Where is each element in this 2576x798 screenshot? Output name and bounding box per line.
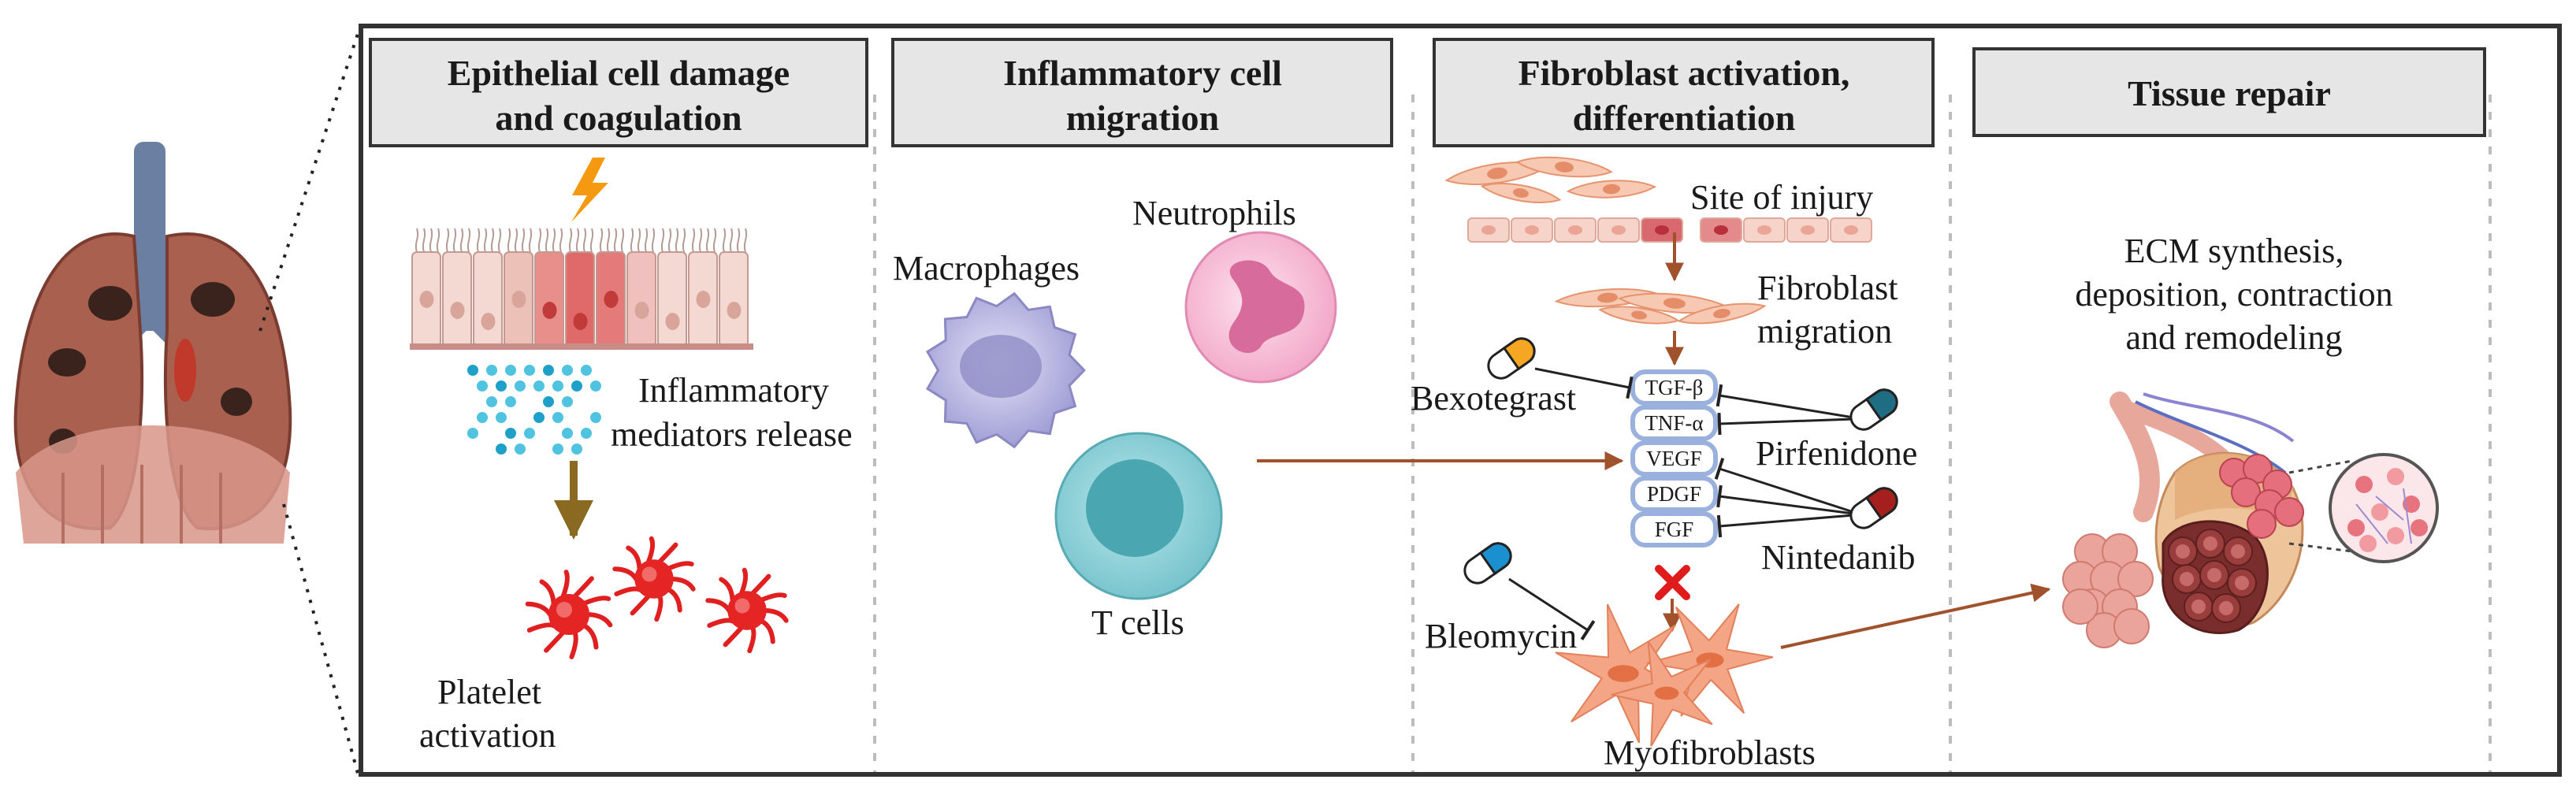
lightning-icon — [571, 158, 608, 222]
factor-label: TGF-β — [1645, 376, 1704, 399]
myofibroblasts-label: Myofibroblasts — [1604, 733, 1816, 772]
panel-title-3-line2: differentiation — [1573, 98, 1796, 138]
site-of-injury-label: Site of injury — [1690, 178, 1873, 217]
fibroblast-label-line2: migration — [1757, 312, 1892, 351]
bleomycin-capsule-icon — [1463, 542, 1512, 585]
lung-illustration — [13, 142, 292, 544]
panel-header-1: Epithelial cell damage and coagulation — [369, 38, 868, 147]
zoom-line-bottom — [282, 503, 360, 777]
alveoli-illustration — [2062, 392, 2304, 648]
bexotegrast-capsule-icon — [1487, 337, 1536, 380]
factor-label: VEGF — [1646, 447, 1702, 470]
factor-box — [1630, 369, 1718, 406]
platelets-group — [525, 536, 789, 659]
panel-header-2: Inflammatory cell migration — [891, 38, 1393, 147]
ecm-label-line3: and remodeling — [2126, 318, 2343, 357]
factor-box — [1630, 476, 1718, 512]
bexotegrast-label: Bexotegrast — [1411, 379, 1576, 418]
factor-box — [1630, 405, 1718, 441]
pirfenidone-capsule-icon — [1849, 388, 1898, 431]
trachea — [134, 142, 165, 331]
macrophages-label: Macrophages — [893, 249, 1080, 288]
panel-header-3: Fibroblast activation, differentiation — [1433, 38, 1935, 147]
bleomycin-label: Bleomycin — [1425, 617, 1577, 655]
t-cell — [1054, 432, 1223, 600]
inhibition-lines — [1508, 367, 1854, 640]
factor-box — [1630, 511, 1718, 547]
ecm-label-line1: ECM synthesis, — [2124, 232, 2344, 270]
panel-title-1-line2: and coagulation — [495, 98, 742, 138]
panel-title-2-line2: migration — [1066, 98, 1219, 138]
pirfenidone-label: Pirfenidone — [1756, 434, 1917, 473]
panel-title-4: Tissue repair — [2128, 73, 2331, 113]
arrow-to-tissue-repair — [1780, 583, 2051, 649]
panel-title-1-line1: Epithelial cell damage — [448, 53, 790, 93]
inflammatory-mediators-dots — [467, 365, 601, 455]
tissue-zoom-circle — [2329, 453, 2439, 563]
injury-site-cells — [1467, 217, 1872, 243]
inflammatory-label-line2: mediators release — [611, 415, 853, 454]
panel-title-2-line1: Inflammatory cell — [1003, 53, 1282, 93]
factor-label: FGF — [1655, 518, 1694, 541]
platelet-label-line2: activation — [419, 716, 556, 755]
fibroblast-label-line1: Fibroblast — [1757, 269, 1898, 307]
nintedanib-capsule-icon — [1849, 487, 1898, 529]
inflammatory-label-line1: Inflammatory — [638, 371, 829, 410]
main-frame — [359, 24, 2562, 777]
epithelium-cells — [410, 228, 753, 350]
myofibroblast-cells — [1555, 603, 1774, 747]
block-x-icon — [1655, 565, 1690, 600]
t-cells-label: T cells — [1091, 603, 1184, 642]
factor-label: TNF-α — [1645, 411, 1703, 435]
panel-title-3-line1: Fibroblast activation, — [1518, 53, 1850, 93]
platelet-label-line1: Platelet — [437, 673, 541, 711]
fibroblast-cells-migrating — [1554, 288, 1767, 325]
zoom-line-top — [258, 31, 360, 332]
panel-header-4: Tissue repair — [1972, 47, 2486, 137]
neutrophil-cell — [1184, 231, 1337, 384]
neutrophils-label: Neutrophils — [1132, 194, 1296, 232]
factor-label: PDGF — [1647, 482, 1701, 506]
macrophage-cell — [925, 291, 1086, 449]
factor-box — [1630, 440, 1718, 477]
ecm-label-line2: deposition, contraction — [2075, 275, 2392, 314]
fibroblast-cells-top — [1444, 156, 1657, 203]
nintedanib-label: Nintedanib — [1761, 538, 1916, 577]
